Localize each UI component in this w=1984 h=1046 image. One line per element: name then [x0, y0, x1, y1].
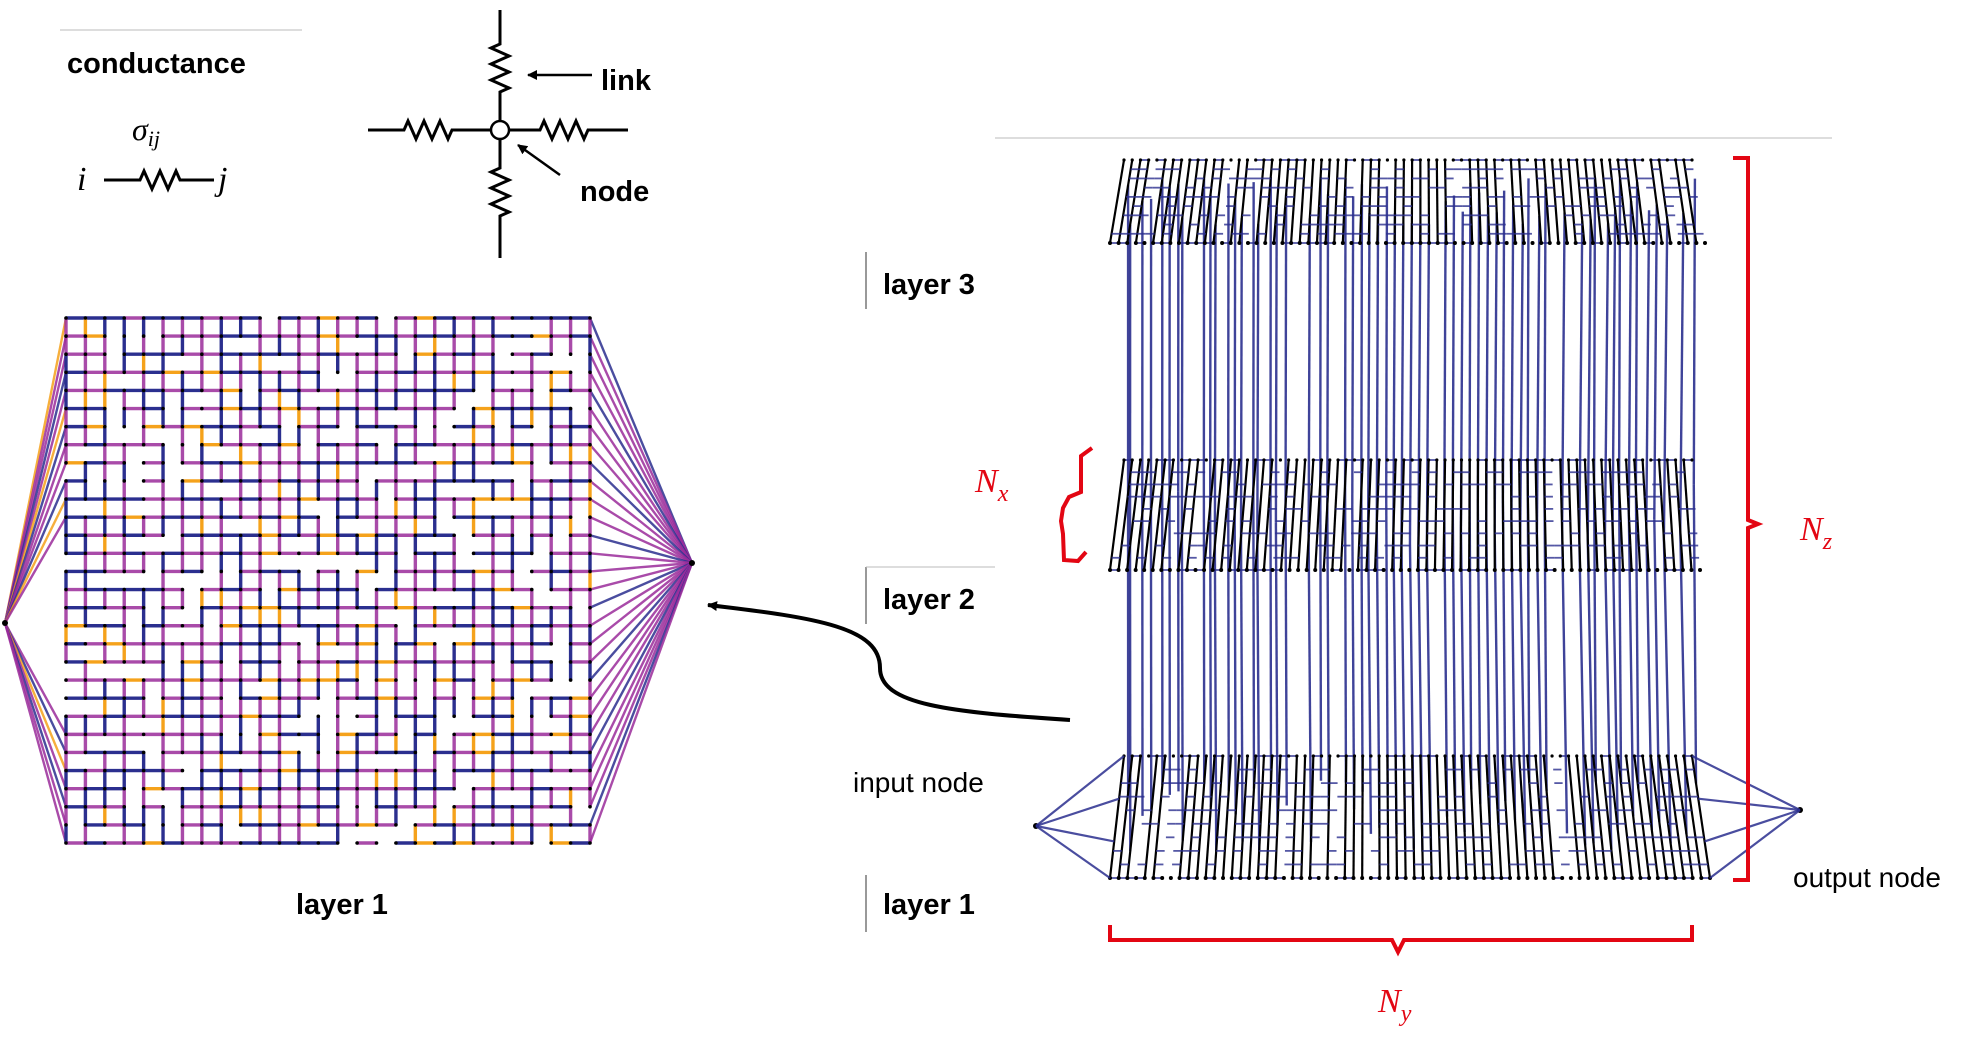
resistor-cross-icon: [368, 10, 628, 258]
left-input-node: [2, 620, 8, 626]
node-j-label: j: [214, 161, 227, 198]
layer3-label: layer 3: [883, 269, 975, 301]
link-node-legend: link node: [368, 10, 652, 258]
node-label: node: [580, 176, 649, 208]
nz-label: Nz: [1799, 511, 1833, 555]
ny-bracket: [1108, 925, 1694, 957]
sigma-label: σij: [132, 111, 160, 151]
layer1-left-label: layer 1: [296, 889, 388, 921]
nz-bracket: [1733, 156, 1764, 882]
multilayer-network: [1033, 158, 1803, 880]
layer1-fan-links: [3, 317, 694, 844]
layer1-right-label: layer 1: [883, 889, 975, 921]
conductance-legend: conductance σij i j: [67, 48, 246, 198]
nx-label: Nx: [974, 463, 1009, 507]
conductance-title: conductance: [67, 48, 246, 80]
node-i-label: i: [77, 161, 86, 198]
output-node-label: output node: [1793, 862, 1941, 893]
resistor-icon: [104, 167, 214, 193]
left-output-node: [689, 560, 695, 566]
link-label: link: [601, 65, 652, 97]
layer2-label: layer 2: [883, 584, 975, 616]
input-node-label: input node: [853, 767, 984, 798]
connector-arrow: [707, 601, 1071, 722]
ny-label: Ny: [1377, 983, 1412, 1027]
layer1-grid: [64, 316, 592, 845]
nx-bracket: [1058, 446, 1094, 564]
